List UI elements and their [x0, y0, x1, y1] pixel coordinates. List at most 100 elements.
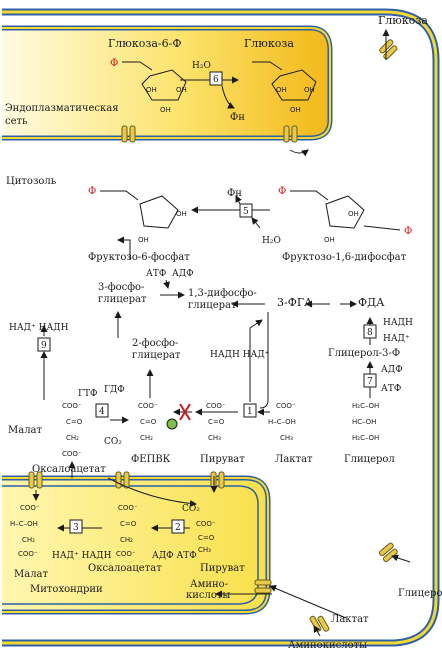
enzyme-1 [243, 403, 257, 418]
fructose-6-phosphate-structure: OH OH [100, 190, 187, 244]
label-h2o-mid: H₂O [262, 236, 281, 246]
enzyme-numbers: 1 2 3 4 5 6 7 8 9 [37, 71, 377, 534]
svg-text:CH₂: CH₂ [22, 536, 35, 544]
label-atp-right: АТФ [381, 384, 401, 394]
label-oxaloacetate-cytosol: Оксалоацетат [32, 464, 106, 475]
label-er-line2: сеть [5, 116, 28, 127]
svg-text:OH: OH [138, 236, 149, 244]
label-lactate-out: Лактат [331, 614, 369, 625]
svg-text:C=O: C=O [140, 418, 157, 426]
label-nad-nadh-mito: НАД⁺ НАДН [52, 551, 112, 561]
svg-text:OH: OH [160, 106, 171, 114]
svg-text:CH₂: CH₂ [120, 536, 133, 544]
mitochondrion [2, 475, 271, 615]
cell-membrane [2, 8, 440, 647]
enzyme-2 [171, 519, 185, 534]
label-13bpg-2: глицерат [188, 300, 237, 311]
svg-text:8: 8 [367, 328, 373, 338]
svg-text:COO⁻: COO⁻ [196, 520, 216, 528]
svg-text:OH: OH [176, 210, 187, 218]
phosphate-symbols: Ф Ф Ф Ф [88, 58, 412, 237]
svg-text:COO⁻: COO⁻ [18, 550, 38, 558]
svg-text:OH: OH [304, 86, 315, 94]
svg-text:6: 6 [213, 75, 219, 85]
svg-text:OH: OH [348, 210, 359, 218]
svg-text:Ф: Ф [278, 186, 286, 197]
label-13bpg-1: 1,3-дифосфо- [188, 288, 257, 299]
svg-text:CH₂: CH₂ [66, 434, 79, 442]
labels: Глюкоза-6-Ф Глюкоза Глюкоза Эндоплазмати… [5, 14, 442, 651]
label-h2o-top: H₂O [192, 61, 211, 71]
svg-text:CH₃: CH₃ [280, 434, 293, 442]
label-lactate: Лактат [275, 454, 313, 465]
svg-text:COO⁻: COO⁻ [206, 402, 226, 410]
svg-text:1: 1 [247, 407, 253, 417]
label-fda: ФДА [358, 296, 385, 309]
label-gtp: ГТФ [78, 389, 97, 399]
label-gdp: ГДФ [104, 385, 125, 395]
label-nadh-nad: НАДН НАД⁺ [210, 350, 270, 360]
svg-text:COO⁻: COO⁻ [276, 402, 296, 410]
enzyme-3 [69, 519, 83, 534]
enzyme-7 [363, 373, 377, 388]
label-malate-mito: Малат [14, 569, 49, 580]
svg-text:9: 9 [41, 341, 47, 351]
svg-text:COO⁻: COO⁻ [118, 504, 138, 512]
label-pn-top: Фн [230, 112, 245, 123]
svg-text:COO⁻: COO⁻ [138, 402, 158, 410]
reaction-arrows [32, 29, 411, 637]
label-cytosol: Цитозоль [6, 176, 57, 187]
label-glucose-er: Глюкоза [244, 37, 294, 50]
svg-text:COO⁻: COO⁻ [62, 402, 82, 410]
endoplasmic-reticulum [2, 25, 333, 141]
label-3pg-1: 3-фосфо- [98, 282, 144, 293]
svg-text:Ф: Ф [404, 226, 412, 237]
svg-text:OH: OH [176, 86, 187, 94]
label-nad-nadh-left: НАД⁺ НАДН [9, 323, 69, 333]
svg-text:COO⁻: COO⁻ [116, 550, 136, 558]
enzyme-4 [95, 403, 109, 418]
svg-text:OH: OH [290, 106, 301, 114]
svg-text:OH: OH [276, 86, 287, 94]
enzyme-5 [239, 203, 253, 218]
label-glucose-out: Глюкоза [378, 14, 428, 27]
label-nad-right: НАД⁺ [383, 334, 410, 344]
svg-text:Ф: Ф [110, 58, 118, 69]
label-glucose-6-phosphate: Глюкоза-6-Ф [108, 37, 181, 50]
label-pyruvate-mito: Пируват [200, 563, 245, 574]
label-3pg-2: глицерат [98, 294, 147, 305]
label-pyruvate: Пируват [200, 454, 245, 465]
svg-text:H₂C–OH: H₂C–OH [352, 434, 379, 442]
label-fructose-16-bisphosphate: Фруктозо-1,6-дифосфат [282, 252, 407, 263]
label-pn-mid: Фн [227, 188, 242, 199]
label-glycerol-3-phosphate: Глицерол-3-Ф [328, 348, 400, 359]
label-adp-a: АДФ [172, 269, 194, 279]
svg-text:Ф: Ф [88, 186, 96, 197]
svg-text:CH₃: CH₃ [198, 546, 211, 554]
svg-text:C=O: C=O [120, 520, 137, 528]
svg-text:OH: OH [324, 236, 335, 244]
enzyme-8 [363, 324, 377, 339]
label-co2: CO₂ [104, 437, 122, 447]
svg-text:OH: OH [146, 86, 157, 94]
transporter-icons [28, 39, 398, 632]
svg-text:CH₃: CH₃ [208, 434, 221, 442]
label-oxaloacetate-mito: Оксалоацетат [88, 563, 162, 574]
phosphate-green-icon [166, 418, 178, 430]
svg-text:2: 2 [175, 523, 181, 533]
label-2pg-2: глицерат [132, 350, 181, 361]
svg-text:H–C–OH: H–C–OH [10, 520, 38, 528]
label-malate-cytosol: Малат [8, 425, 43, 436]
svg-text:3: 3 [73, 523, 79, 533]
enzyme-9 [37, 337, 51, 352]
svg-text:H₂C–OH: H₂C–OH [352, 402, 379, 410]
enzyme-6 [209, 71, 223, 86]
label-glycerol: Глицерол [344, 454, 395, 465]
label-mitochondria: Митохондрии [30, 584, 103, 595]
svg-text:H–C–OH: H–C–OH [268, 418, 296, 426]
label-co2-mito: CO₂ [182, 504, 200, 514]
label-atp-a: АТФ [146, 269, 166, 279]
svg-text:CH₂: CH₂ [140, 434, 153, 442]
